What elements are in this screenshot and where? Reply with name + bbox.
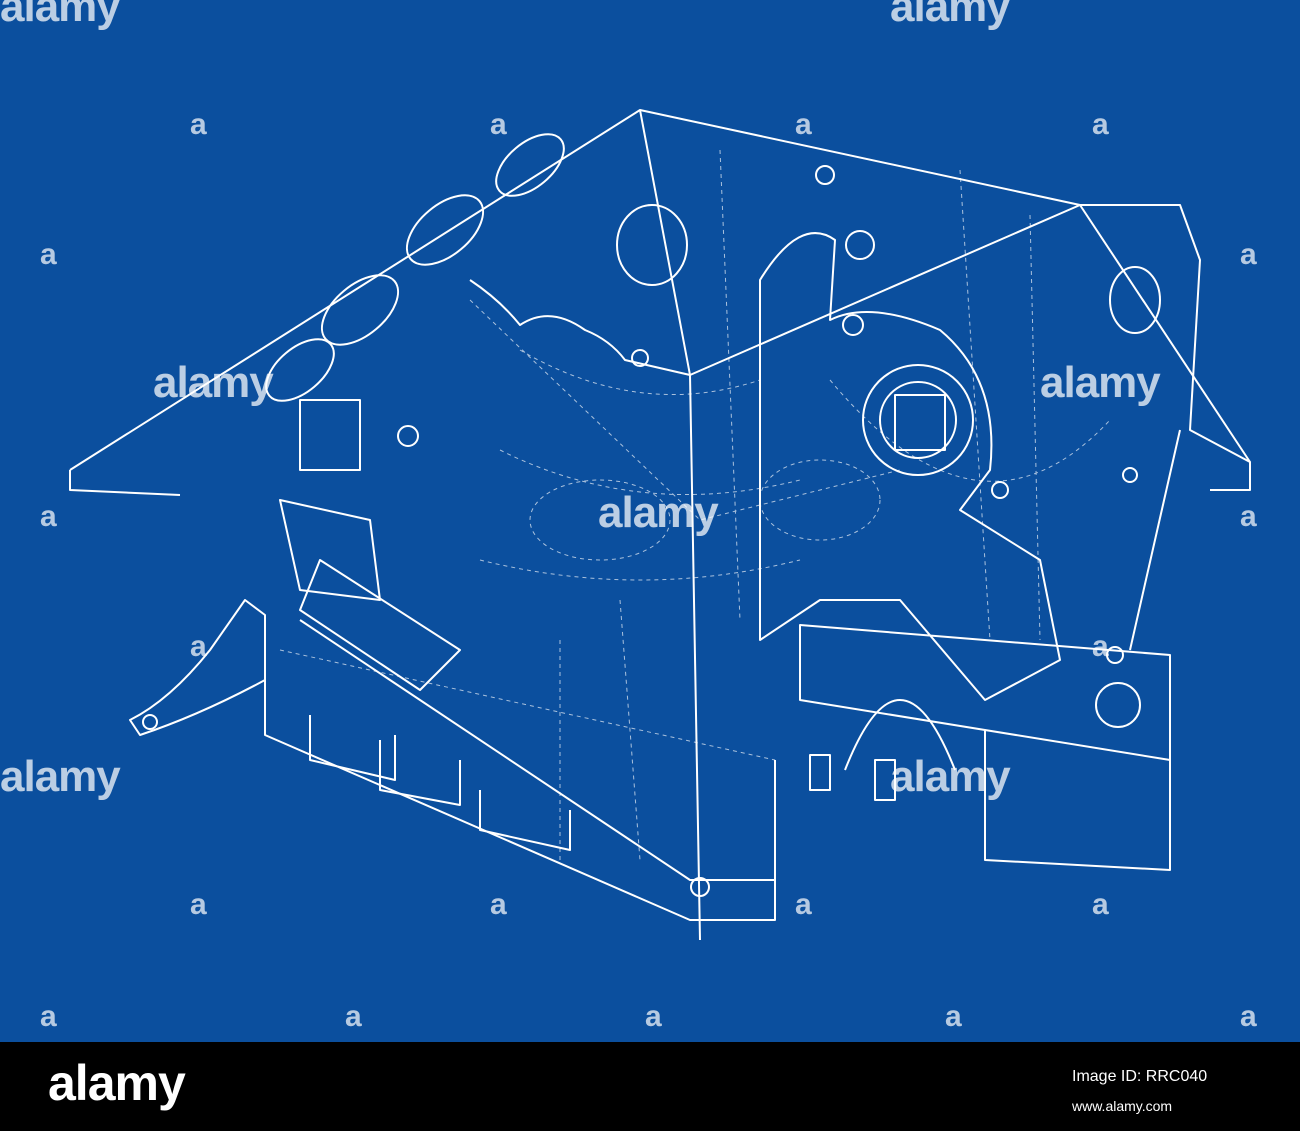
watermark-letter: a (490, 888, 507, 921)
watermark-letter: a (40, 238, 57, 271)
watermark-letter: a (190, 108, 207, 141)
watermark-letter: a (345, 1000, 362, 1033)
watermark-letter: a (40, 1000, 57, 1033)
bore-hole-left (616, 204, 688, 286)
watermark-letter: a (40, 500, 57, 533)
stock-footer-bar: alamy Image ID: RRC040 www.alamy.com (0, 1042, 1300, 1131)
alamy-logo: alamy (48, 1055, 186, 1111)
watermark: alamy (890, 0, 1011, 31)
engine-block-wireframe (69, 109, 1251, 941)
watermark-letter: a (1240, 238, 1257, 271)
image-id-label: Image ID: RRC040 (1072, 1068, 1208, 1085)
rear-flange (129, 599, 266, 736)
bolts (309, 715, 896, 851)
cam-bore (862, 364, 974, 476)
blueprint-canvas: alamy alamy alamy alamy alamy alamy alam… (0, 0, 1300, 1042)
watermark-letter: a (190, 888, 207, 921)
watermark-letter: a (1092, 108, 1109, 141)
watermark-letter: a (1240, 1000, 1257, 1033)
watermark-letter: a (645, 1000, 662, 1033)
watermark-letter: a (1092, 630, 1109, 663)
watermark: alamy (1040, 358, 1161, 407)
watermark-letter: a (1092, 888, 1109, 921)
watermark-letter: a (795, 108, 812, 141)
site-url: www.alamy.com (1072, 1098, 1173, 1114)
watermark-letter: a (190, 630, 207, 663)
watermark-letter: a (1240, 500, 1257, 533)
front-cover (759, 232, 1061, 701)
watermark-letter: a (795, 888, 812, 921)
bearing-arch (844, 699, 956, 771)
watermark: alamy (0, 752, 121, 801)
watermark: alamy (0, 0, 121, 31)
lower-block (264, 615, 776, 921)
front-face (639, 109, 1081, 941)
bore-hole-right (1109, 266, 1161, 334)
watermark-letter: a (490, 108, 507, 141)
main-bearing-cap (799, 624, 1171, 871)
top-deck (69, 109, 1251, 471)
watermark: alamy (598, 488, 719, 537)
watermark: alamy (153, 358, 274, 407)
watermark-letter: a (945, 1000, 962, 1033)
watermark: alamy (890, 752, 1011, 801)
